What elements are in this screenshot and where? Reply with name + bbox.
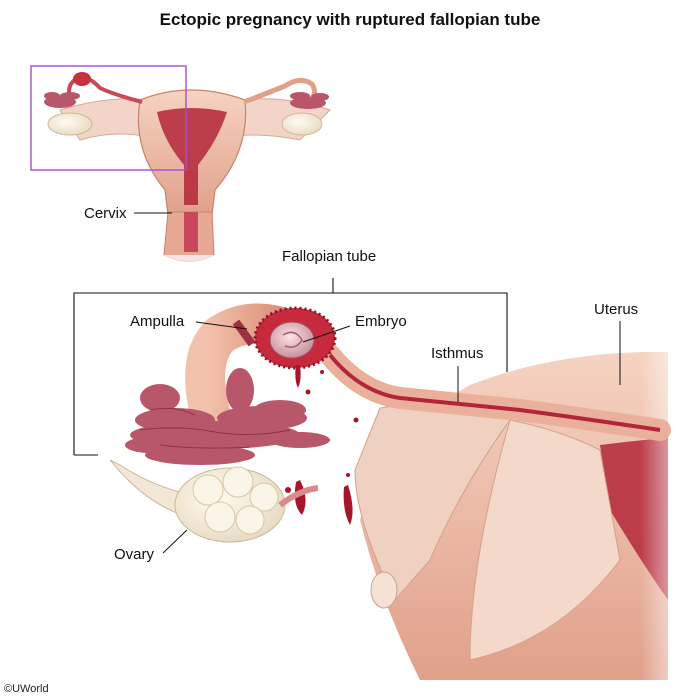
enlarged-uterus bbox=[354, 340, 700, 690]
broad-ligament-fold bbox=[469, 419, 621, 661]
fallopian-tube-bracket bbox=[73, 278, 508, 456]
tube-lumen-large bbox=[328, 353, 661, 432]
label-cervix: Cervix bbox=[84, 205, 127, 222]
ampulla-leader bbox=[195, 321, 248, 330]
copyright-credit: ©UWorld bbox=[4, 683, 49, 695]
right-edge-fade bbox=[640, 340, 700, 690]
embryo-leader bbox=[302, 325, 351, 343]
page-title: Ectopic pregnancy with ruptured fallopia… bbox=[159, 10, 541, 29]
leader-lines bbox=[162, 321, 621, 554]
overview-right-fimbriae bbox=[290, 92, 329, 109]
overview-ectopic-bulge bbox=[73, 72, 91, 86]
overview-cervical-canal bbox=[184, 212, 198, 252]
label-uterus: Uterus bbox=[594, 301, 639, 318]
label-isthmus: Isthmus bbox=[431, 345, 484, 362]
overview-left-fimbriae bbox=[44, 92, 80, 108]
overview-vagina-fade bbox=[158, 255, 220, 270]
ectopic-sac bbox=[253, 306, 337, 370]
label-fallopian-tube: Fallopian tube bbox=[282, 248, 377, 265]
label-ampulla: Ampulla bbox=[130, 313, 185, 330]
fimbriae-large bbox=[125, 368, 330, 465]
label-embryo: Embryo bbox=[355, 313, 407, 330]
embryo-detail bbox=[282, 331, 303, 348]
ampulla-band bbox=[232, 319, 256, 347]
label-ovary: Ovary bbox=[114, 546, 155, 563]
ovary-leader bbox=[162, 529, 188, 554]
ligament-stub bbox=[370, 571, 398, 609]
fimbriae-texture bbox=[139, 407, 291, 449]
embryo bbox=[269, 321, 315, 359]
overview-left-ovary bbox=[47, 112, 93, 136]
overview-right-ovary bbox=[281, 112, 323, 136]
overview-right-tube bbox=[243, 78, 318, 105]
overview-uterus bbox=[44, 72, 331, 270]
overview-uterine-cavity bbox=[157, 108, 227, 205]
ovary-large bbox=[109, 459, 319, 543]
sac-hemorrhage-texture bbox=[253, 306, 337, 370]
highlight-box bbox=[30, 65, 187, 171]
